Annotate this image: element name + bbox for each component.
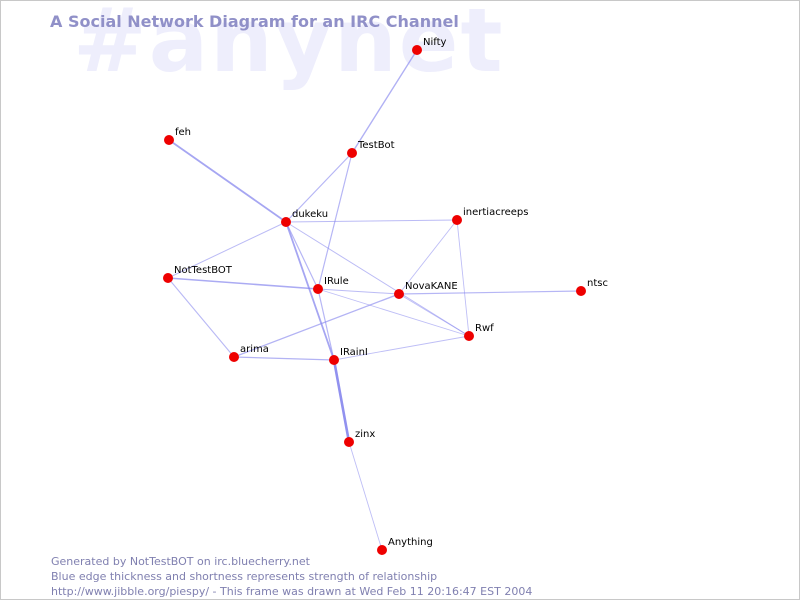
node-rwf: Rwf [464, 323, 494, 341]
node-label: inertiacreeps [463, 207, 528, 218]
node-testbot: TestBot [347, 140, 395, 158]
node-dot [329, 355, 339, 365]
footer-generated-by: Generated by NotTestBOT on irc.bluecherr… [51, 555, 310, 568]
footer-legend-note: Blue edge thickness and shortness repres… [51, 570, 438, 583]
footer-url-timestamp: http://www.jibble.org/piespy/ - This fra… [51, 585, 533, 598]
node-dot [394, 289, 404, 299]
node-iraini: IRainI [329, 347, 368, 365]
node-dot [281, 217, 291, 227]
node-dot [377, 545, 387, 555]
edge-iraini-zinx [332, 358, 351, 444]
edge-inertiacreeps-rwf [456, 219, 470, 337]
node-zinx: zinx [344, 429, 375, 447]
edge-layer [167, 49, 582, 551]
node-dot [344, 437, 354, 447]
edge-arima-iraini [233, 356, 335, 361]
node-novakane: NovaKANE [394, 281, 458, 299]
edge-novakane-arima [233, 293, 400, 358]
node-irule: IRule [313, 276, 349, 294]
node-label: IRainI [340, 347, 368, 358]
node-dot [412, 45, 422, 55]
node-label: Rwf [475, 323, 494, 334]
edge-dukeku-nottestbot [167, 221, 287, 279]
edge-irule-rwf [317, 288, 470, 337]
node-dot [313, 284, 323, 294]
edge-dukeku-iraini [285, 221, 335, 361]
node-label: zinx [355, 429, 375, 440]
node-dot [576, 286, 586, 296]
node-label: NovaKANE [405, 281, 458, 292]
node-label: arima [240, 344, 269, 355]
node-ntsc: ntsc [576, 278, 608, 296]
edge-zinx-anything [348, 441, 383, 551]
channel-watermark: #anynet [73, 0, 505, 92]
node-label: feh [175, 127, 191, 138]
node-dot [229, 352, 239, 362]
edge-inertiacreeps-novakane [398, 219, 458, 295]
edge-iraini-rwf [333, 335, 470, 361]
edge-irule-iraini [317, 288, 335, 361]
edge-nottestbot-irule [167, 277, 319, 290]
edge-feh-dukeku [168, 139, 287, 223]
node-feh: feh [164, 127, 191, 145]
footer-info: Generated by NotTestBOT on irc.bluecherr… [51, 554, 532, 599]
node-label: ntsc [587, 278, 608, 289]
node-dot [164, 135, 174, 145]
node-label: TestBot [357, 140, 395, 151]
node-label: Anything [388, 537, 433, 548]
diagram-title: A Social Network Diagram for an IRC Chan… [50, 12, 459, 31]
node-dot [163, 273, 173, 283]
node-dot [464, 331, 474, 341]
node-inertiacreeps: inertiacreeps [452, 207, 528, 225]
node-nifty: Nifty [412, 37, 447, 55]
edge-nifty-testbot [351, 49, 418, 154]
edge-novakane-rwf [398, 293, 470, 337]
node-label: dukeku [292, 209, 328, 220]
edge-dukeku-irule [285, 221, 319, 290]
edge-nottestbot-arima [167, 277, 235, 358]
node-label: Nifty [423, 37, 447, 48]
edge-testbot-dukeku [285, 152, 353, 223]
node-anything: Anything [377, 537, 433, 555]
edge-dukeku-rwf [285, 221, 470, 337]
edge-novakane-ntsc [398, 290, 582, 295]
node-dukeku: dukeku [281, 209, 328, 227]
node-label: IRule [324, 276, 349, 287]
node-arima: arima [229, 344, 269, 362]
edge-irule-novakane [317, 288, 400, 295]
node-dot [452, 215, 462, 225]
node-label: NotTestBOT [174, 265, 233, 276]
node-dot [347, 148, 357, 158]
node-nottestbot: NotTestBOT [163, 265, 233, 283]
edge-dukeku-inertiacreeps [285, 219, 458, 223]
